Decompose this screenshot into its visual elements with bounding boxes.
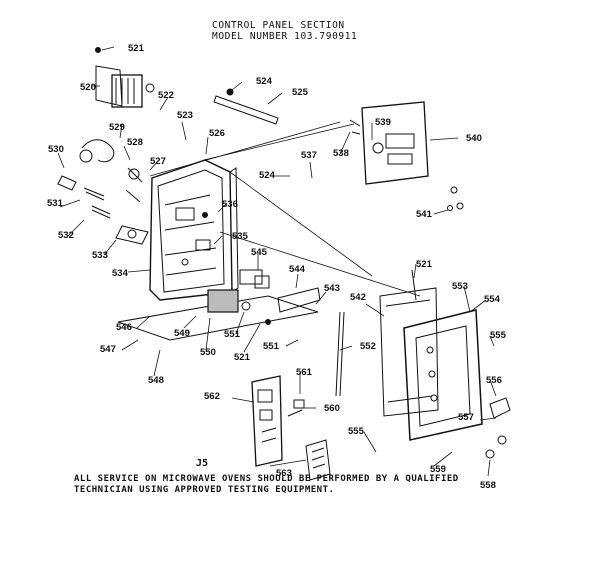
knob (485, 397, 511, 459)
model-number: MODEL NUMBER 103.790911 (212, 31, 358, 42)
guide-lines (149, 121, 421, 297)
part-label-538: 538 (333, 148, 349, 159)
screws-541 (447, 186, 464, 211)
part-label-552: 552 (360, 341, 376, 352)
part-label-543: 543 (324, 283, 340, 294)
part-label-560: 560 (324, 403, 340, 414)
part-label-548: 548 (148, 375, 164, 386)
part-label-523: 523 (177, 110, 193, 121)
part-label-521: 521 (416, 259, 433, 270)
connector-pad (305, 439, 331, 481)
part-label-553: 553 (452, 281, 468, 292)
part-label-535: 535 (232, 231, 249, 242)
part-label-531: 531 (47, 198, 64, 209)
part-label-561: 561 (296, 367, 313, 378)
terminal-parts (57, 175, 149, 245)
part-label-524: 524 (256, 76, 273, 87)
part-label-555: 555 (348, 426, 365, 437)
latch-lever (213, 88, 279, 125)
part-label-550: 550 (200, 347, 216, 358)
relay-block (207, 289, 239, 313)
part-label-522: 522 (158, 90, 174, 101)
part-label-556: 556 (486, 375, 502, 386)
part-label-527: 527 (150, 156, 166, 167)
front-panel-frame (403, 309, 483, 441)
panel-backplate (379, 269, 439, 417)
switch-block (239, 269, 263, 285)
part-label-563: 563 (276, 468, 292, 479)
diagram-code: J5 (196, 458, 209, 469)
part-label-549: 549 (174, 328, 190, 339)
part-label-545: 545 (251, 247, 268, 258)
leader-lines (57, 46, 497, 477)
part-label-542: 542 (350, 292, 366, 303)
fuse-holder (95, 47, 155, 108)
mounting-plate (117, 269, 321, 341)
part-label-536: 536 (222, 199, 238, 210)
part-label-530: 530 (48, 144, 64, 155)
part-label-526: 526 (209, 128, 225, 139)
part-label-547: 547 (100, 344, 116, 355)
part-label-533: 533 (92, 250, 108, 261)
part-label-521: 521 (128, 43, 145, 54)
part-label-537: 537 (301, 150, 317, 161)
part-label-551: 551 (263, 341, 280, 352)
part-label-562: 562 (204, 391, 220, 402)
rod-552 (335, 311, 345, 397)
part-label-546: 546 (116, 322, 132, 333)
part-label-551: 551 (224, 329, 241, 340)
diagram-title: CONTROL PANEL SECTION (212, 20, 345, 31)
part-label-539: 539 (375, 117, 391, 128)
service-note-line2: TECHNICIAN USING APPROVED TESTING EQUIPM… (74, 485, 335, 495)
part-label-544: 544 (289, 264, 306, 275)
part-label-559: 559 (430, 464, 446, 475)
part-label-520: 520 (80, 82, 96, 93)
part-label-525: 525 (292, 87, 309, 98)
service-note-line1: ALL SERVICE ON MICROWAVE OVENS SHOULD BE… (74, 474, 459, 484)
part-label-541: 541 (416, 209, 433, 220)
bracket-544 (277, 287, 321, 313)
part-label-521: 521 (234, 352, 251, 363)
circuit-board (251, 375, 283, 467)
part-label-528: 528 (127, 137, 143, 148)
part-label-532: 532 (58, 230, 74, 241)
part-label-554: 554 (484, 294, 501, 305)
part-label-529: 529 (109, 122, 125, 133)
small-parts-560-561 (287, 399, 305, 417)
part-label-557: 557 (458, 412, 474, 423)
part-label-558: 558 (480, 480, 496, 491)
part-label-524: 524 (259, 170, 276, 181)
part-label-534: 534 (112, 268, 129, 279)
part-label-555: 555 (490, 330, 507, 341)
control-panel-bracket (149, 159, 239, 301)
harness (79, 139, 143, 203)
display-board (349, 101, 429, 185)
part-label-540: 540 (466, 133, 482, 144)
